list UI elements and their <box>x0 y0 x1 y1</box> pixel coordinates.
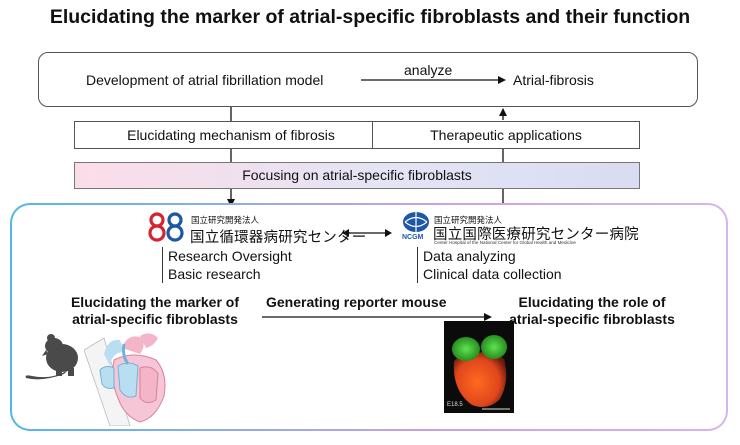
mechanism-box: Elucidating mechanism of fibrosis <box>74 121 388 149</box>
top-box <box>38 52 698 107</box>
analyze-arrow <box>361 76 506 84</box>
role-basic-research: Basic research <box>168 266 261 282</box>
fluorescent-heart-image <box>444 321 514 413</box>
ncvc-name-line2: 国立循環器病研究センター <box>190 230 367 246</box>
role-data-analyzing: Data analyzing <box>423 248 516 264</box>
ncgm-logo-icon <box>403 212 429 232</box>
mouse-icon <box>25 334 78 380</box>
reporter-mouse-label: Generating reporter mouse <box>266 294 447 310</box>
ncgm-name-line2: 国立国際医療研究センター病院 <box>433 227 639 243</box>
ncgm-logo-text: NCGM <box>402 234 424 241</box>
page-title: Elucidating the marker of atrial-specifi… <box>49 6 691 28</box>
ncvc-name-line1: 国立研究開発法人 <box>191 215 260 225</box>
ncvc-logo-icon <box>148 212 184 242</box>
collaboration-double-arrow <box>342 229 392 237</box>
heart-illustration <box>84 333 166 426</box>
atrial-fibrosis-text: Atrial-fibrosis <box>513 72 594 88</box>
ncgm-roles: Data analyzing Clinical data collection <box>417 247 562 283</box>
ncvc-roles: Research Oversight Basic research <box>162 247 292 283</box>
ncgm-name-line1: 国立研究開発法人 <box>434 215 503 225</box>
role-clinical-data: Clinical data collection <box>423 266 562 282</box>
analyze-label: analyze <box>404 62 453 78</box>
left-heading: Elucidating the marker of atrial-specifi… <box>70 294 240 327</box>
role-research-oversight: Research Oversight <box>168 248 292 264</box>
right-heading: Elucidating the role of atrial-specific … <box>509 294 675 327</box>
focus-bar: Focusing on atrial-specific fibroblasts <box>74 162 640 189</box>
reporter-arrow <box>262 313 492 321</box>
development-text: Development of atrial fibrillation model <box>86 72 324 88</box>
embryo-stage-label: E18.5 <box>447 402 463 408</box>
therapeutic-box: Therapeutic applications <box>372 121 640 149</box>
ncgm-name-line3: Center Hospital of the National Center f… <box>434 240 576 245</box>
